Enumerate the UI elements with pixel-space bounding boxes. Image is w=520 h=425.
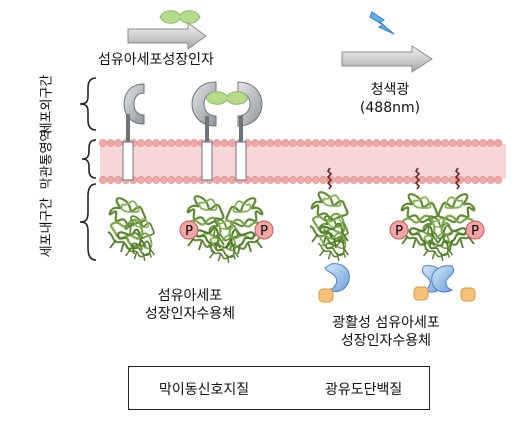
- bound-ligand-icon: [205, 91, 249, 105]
- phospho-badge: P: [179, 220, 199, 240]
- light-label: 청색광: [370, 82, 410, 98]
- legend-item-lipid: 막이동신호지질: [159, 382, 250, 398]
- receptor-dimer: [191, 81, 263, 181]
- wavelength-label: (488nm): [359, 100, 421, 116]
- light-inducible-protein-monomer: [318, 263, 350, 303]
- phospho-label: P: [395, 224, 403, 239]
- phospho-badge: P: [465, 220, 485, 240]
- ligand-icon: [159, 10, 201, 24]
- phospho-badge: P: [254, 220, 274, 240]
- opto-receptor-label-line2: 성장인자수용체: [340, 333, 432, 349]
- region-membrane-label: 막관통영역: [39, 129, 55, 190]
- legend: 막이동신호지질 광유도단백질: [128, 366, 430, 410]
- ligand-label: 섬유아세포성장인자: [98, 52, 214, 68]
- phospho-label: P: [471, 224, 479, 239]
- kinase-domain-opto: [308, 191, 350, 262]
- phospho-label: P: [185, 224, 193, 239]
- legend-item-opto-protein: 광유도단백질: [325, 382, 403, 398]
- light-inducible-protein-dimer: [413, 265, 476, 302]
- kinase-domain-receptor: [106, 197, 156, 262]
- receptor-label-line1: 섬유아세포: [157, 288, 223, 304]
- receptor-label-line2: 성장인자수용체: [144, 306, 236, 322]
- phosphate-marks: P P P P: [179, 220, 485, 240]
- opto-receptor-label-line1: 광활성 섬유아세포: [332, 315, 440, 331]
- region-intracellular-label: 세포내구간: [39, 197, 55, 258]
- top-motion-arrow-icon: [127, 22, 207, 50]
- phospho-badge: P: [389, 220, 409, 240]
- cell-membrane: [99, 139, 506, 184]
- brace-intracellular-icon: [79, 183, 97, 261]
- lipid-anchors: [326, 167, 461, 190]
- phospho-label: P: [260, 224, 268, 239]
- receptor-monomer: [122, 83, 145, 181]
- lightning-icon: [369, 11, 395, 35]
- kinase-domain-opto-dimer: [398, 193, 478, 262]
- brace-membrane-icon: [81, 139, 97, 179]
- brace-extracellular-icon: [79, 77, 97, 131]
- light-arrow-icon: [341, 45, 433, 73]
